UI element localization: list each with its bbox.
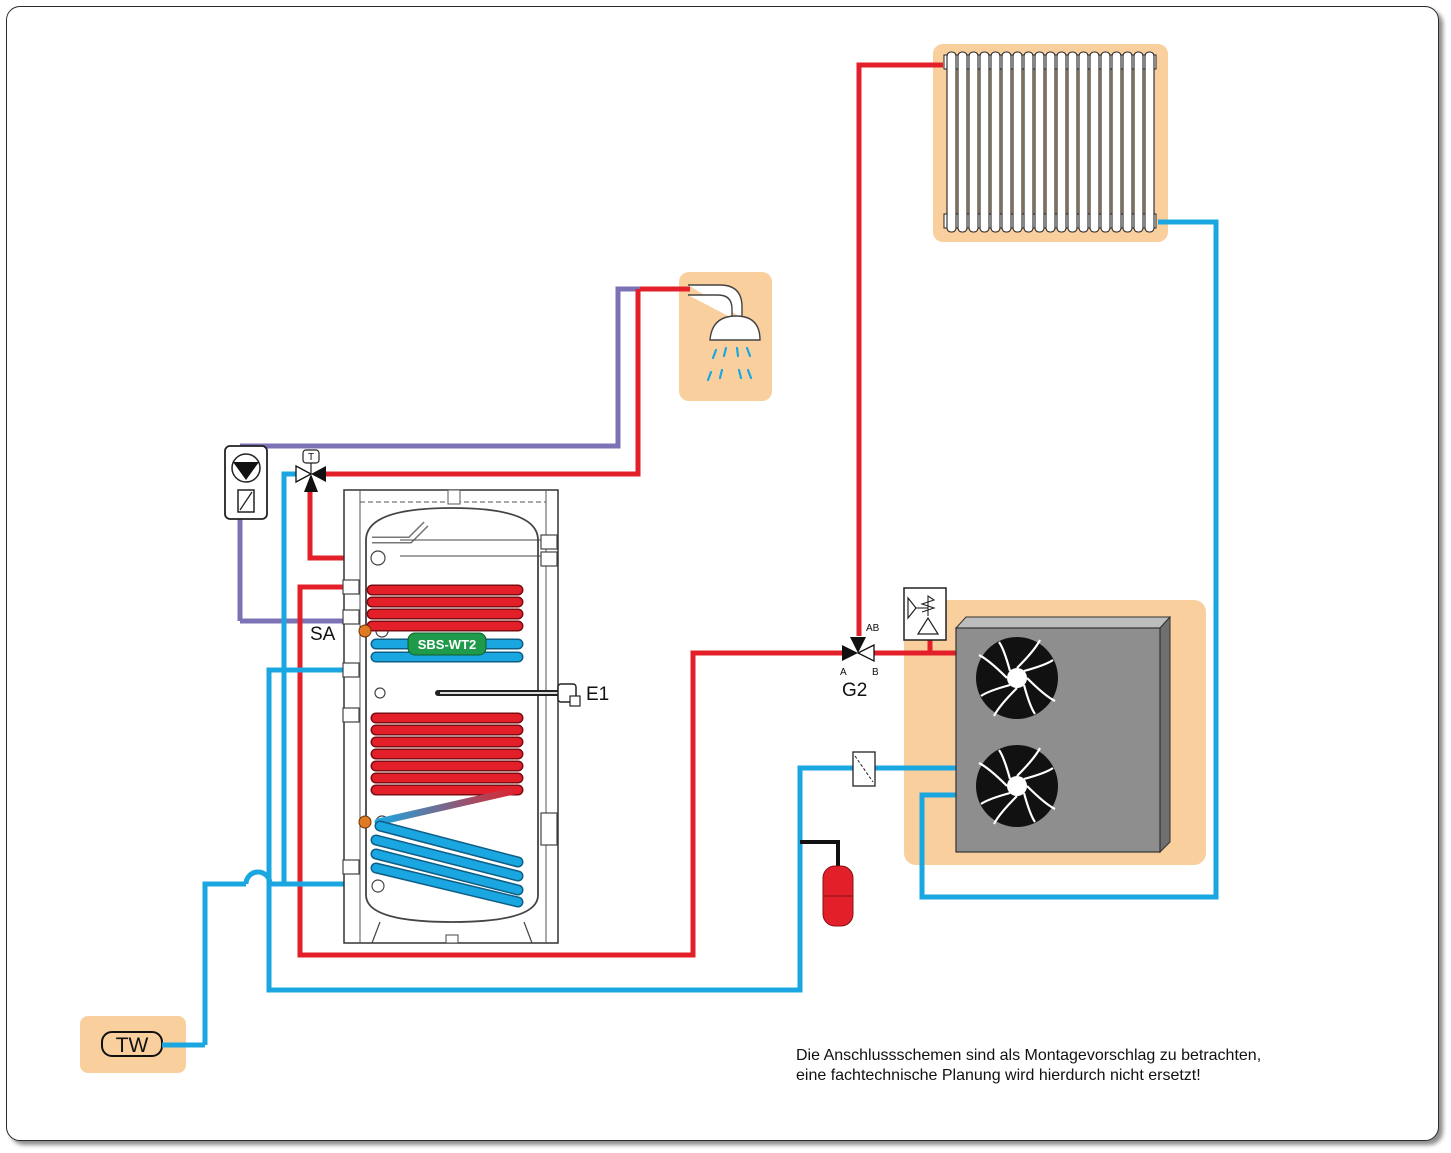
tw-inlet: TW [101, 1031, 205, 1057]
tw-label: TW [116, 1034, 149, 1057]
port-ab-label: AB [866, 623, 880, 634]
exchanger-badge: SBS-WT2 [407, 632, 487, 656]
expansion-vessel [822, 865, 854, 927]
disclaimer-note: Die Anschlussschemen sind als Montagevor… [796, 1046, 1261, 1086]
circulation-pump [224, 445, 268, 520]
upper-coil [366, 584, 524, 663]
valve-t-label: T [308, 452, 314, 463]
shower-head [688, 284, 761, 382]
g2-label: G2 [842, 680, 867, 701]
diagram-frame [6, 6, 1439, 1141]
sa-label: SA [310, 624, 336, 645]
lower-coil [370, 712, 524, 908]
exchanger-label: SBS-WT2 [418, 637, 477, 652]
safety-valve [903, 587, 947, 641]
expansion-line [800, 840, 840, 866]
electric-heater [435, 683, 581, 707]
heat-pump [954, 615, 1172, 854]
port-b-label: B [872, 667, 879, 678]
sensor-lower-dot [358, 815, 372, 829]
radiator [943, 51, 1157, 233]
sensor-sa-dot [358, 624, 372, 638]
disclaimer-line-1: Die Anschlussschemen sind als Montagevor… [796, 1047, 1262, 1064]
cold-water-pipes [202, 219, 1219, 1045]
tank-ports [342, 534, 558, 893]
circulation-pipe [237, 286, 640, 624]
thermostatic-mixing-valve: T [295, 449, 326, 492]
disclaimer-line-2: eine fachtechnische Planung wird hierdur… [796, 1067, 1201, 1084]
port-a-label: A [840, 667, 847, 678]
three-way-valve-g2: AB A B [840, 623, 880, 678]
e1-label: E1 [586, 684, 609, 705]
dirt-filter [852, 751, 876, 787]
